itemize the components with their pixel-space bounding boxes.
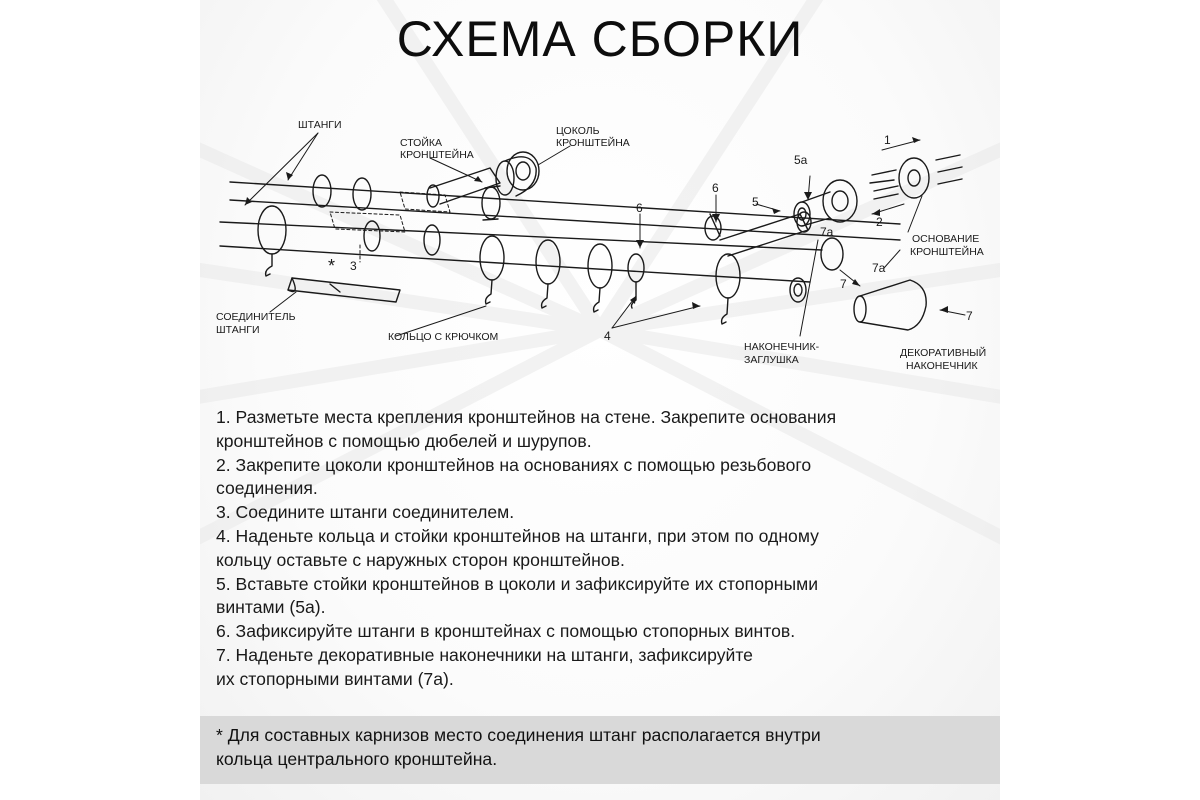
footnote-line: * Для составных карнизов место соединени… [216,725,821,745]
label-asterisk: * [328,256,335,276]
label-step-2: 2 [876,215,883,229]
label-step-7-finial: 7 [966,309,973,323]
step-line: 7. Наденьте декоративные наконечники на … [216,644,753,665]
label-bracket-socket-line2: КРОНШТЕЙНА [556,136,630,149]
label-step-1: 1 [884,133,891,147]
connector-dash-zone [329,191,451,263]
label-step-7a-plug: 7а [820,225,834,239]
back-rod [229,181,901,241]
step-line: винтами (5а). [216,597,326,618]
label-step-6a: 6 [636,201,643,215]
label-finial-line2: НАКОНЕЧНИК [906,360,978,372]
step-line: соединения. [216,478,318,499]
rod-connector-piece [287,277,401,303]
label-bracket-base-line1: ОСНОВАНИЕ [912,233,979,245]
label-finial-line1: ДЕКОРАТИВНЫЙ [900,346,986,359]
step-line: 1. Разметьте места крепления кронштейнов… [216,407,837,427]
label-step-7a-finial: 7а [872,261,886,275]
label-step-7-plug: 7 [840,277,847,291]
label-rods: ШТАНГИ [298,119,342,131]
arrow-heads [245,137,948,313]
bracket-post-left [426,151,540,208]
step-line: 4. Наденьте кольца и стойки кронштейнов … [216,525,819,546]
label-end-plug-line2: ЗАГЛУШКА [744,354,799,366]
label-bracket-socket-line1: ЦОКОЛЬ [556,125,600,137]
front-rod-rings [257,205,741,325]
bracket-base [869,154,963,200]
label-step-4: 4 [604,329,611,343]
step-line: 2. Закрепите цоколи кронштейнов на основ… [216,454,812,475]
footnote-box: * Для составных карнизов место соединени… [200,716,1000,784]
assembly-diagram: ШТАНГИ СТОЙКА КРОНШТЕЙНА ЦОКОЛЬ КРОНШТЕЙ… [216,119,986,372]
label-bracket-post-line2: КРОНШТЕЙНА [400,148,474,161]
footnote-line: кольца центрального кронштейна. [216,749,498,769]
label-bracket-base-line2: КРОНШТЕЙНА [910,245,984,258]
label-step-6b: 6 [712,181,719,195]
label-ring-hook: КОЛЬЦО С КРЮЧКОМ [388,331,498,343]
bracket-post-right [719,211,812,257]
step-line: кольцу оставьте с наружных сторон кроншт… [216,549,625,570]
decorative-finial [853,279,927,331]
label-connector-line2: ШТАНГИ [216,324,260,336]
front-rod-end-plug [789,237,844,303]
label-step-5: 5 [752,195,759,209]
label-end-plug-line1: НАКОНЕЧНИК- [744,341,820,353]
step-line: кронштейнов с помощью дюбелей и шурупов. [216,430,592,451]
label-connector-line1: СОЕДИНИТЕЛЬ [216,311,296,323]
step-line: 5. Вставьте стойки кронштейнов в цоколи … [216,573,819,594]
page-title: СХЕМА СБОРКИ [396,11,804,67]
front-rod [219,221,823,283]
step-line: 3. Соедините штанги соединителем. [216,502,515,523]
bracket-socket-5a [793,179,858,227]
background-rays [200,0,1000,545]
step-line: 6. Зафиксируйте штанги в кронштейнах с п… [216,621,796,642]
step-line: их стопорными винтами (7а). [216,668,454,689]
leader-lines [244,132,966,337]
label-bracket-post-line1: СТОЙКА [400,136,442,149]
assembly-steps: 1. Разметьте места крепления кронштейнов… [216,406,986,692]
assembly-sheet: СХЕМА СБОРКИ [200,0,1000,800]
label-step-3: 3 [350,259,357,273]
label-step-5a: 5а [794,153,808,167]
